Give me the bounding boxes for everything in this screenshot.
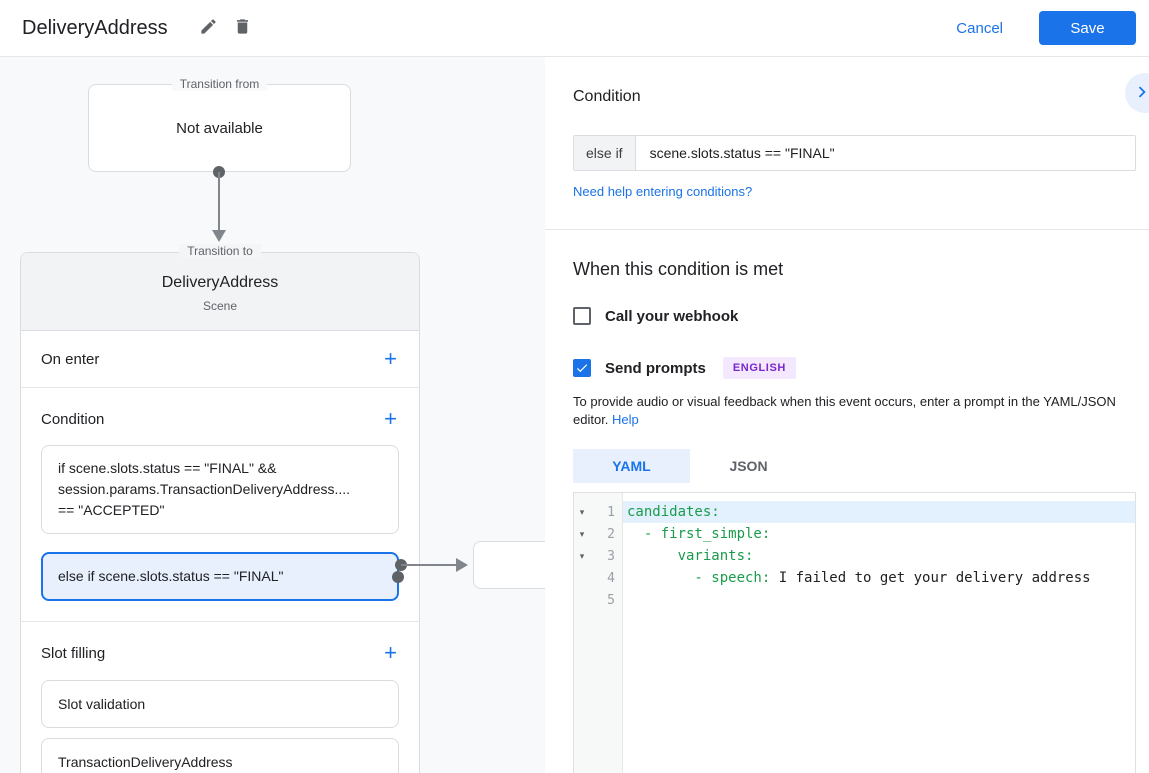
on-enter-section: On enter +: [21, 331, 419, 388]
code-line[interactable]: - speech: I failed to get your delivery …: [623, 567, 1135, 589]
editor-code-area[interactable]: candidates: - first_simple: variants: - …: [623, 493, 1135, 773]
add-condition-button[interactable]: +: [380, 406, 401, 432]
condition-section: Condition + if scene.slots.status == "FI…: [21, 388, 419, 622]
condition-item-line: if scene.slots.status == "FINAL" &&: [58, 460, 277, 476]
condition-items: if scene.slots.status == "FINAL" && sessi…: [21, 445, 419, 601]
gutter-row: ▾2: [574, 523, 622, 545]
code-line[interactable]: variants:: [623, 545, 1135, 567]
panel-divider: [545, 229, 1149, 230]
next-scene-node[interactable]: [473, 541, 545, 589]
send-prompts-row: Send prompts ENGLISH: [573, 357, 1149, 379]
panel-condition-heading: Condition: [573, 88, 641, 105]
line-number: 5: [607, 592, 615, 608]
line-number: 2: [607, 526, 615, 542]
scene-card-header[interactable]: Transition to DeliveryAddress Scene: [21, 244, 419, 331]
slot-filling-title: Slot filling: [41, 644, 106, 662]
code-token-plain: I failed to get your delivery address: [770, 570, 1091, 586]
code-token-key: candidates:: [627, 504, 720, 520]
transition-from-content: Not available: [176, 119, 263, 137]
save-button[interactable]: Save: [1039, 11, 1136, 45]
connector-dot: [392, 570, 404, 583]
cancel-button[interactable]: Cancel: [956, 19, 1003, 37]
fold-toggle-icon[interactable]: ▾: [579, 528, 585, 539]
webhook-row: Call your webhook: [573, 307, 1149, 325]
pencil-icon: [199, 17, 218, 39]
gutter-row: ▾3: [574, 545, 622, 567]
transition-arrow-down: [212, 166, 226, 242]
send-prompts-checkbox[interactable]: [573, 359, 591, 377]
prompt-editor-description: To provide audio or visual feedback when…: [573, 393, 1149, 429]
condition-section-title: Condition: [41, 410, 105, 428]
transition-from-node[interactable]: Transition from Not available: [88, 77, 351, 172]
condition-item-selected[interactable]: else if scene.slots.status == "FINAL": [41, 552, 404, 601]
description-line1: To provide audio or visual feedback when…: [573, 394, 1116, 409]
condition-item-line: session.params.TransactionDeliveryAddres…: [58, 481, 351, 497]
code-token-key: - first_simple:: [627, 526, 771, 542]
slot-item[interactable]: TransactionDeliveryAddress: [41, 738, 399, 773]
transition-to-label: Transition to: [179, 244, 261, 258]
edit-scene-button[interactable]: [192, 11, 226, 45]
gutter-row: 5: [574, 589, 622, 611]
code-line[interactable]: - first_simple:: [623, 523, 1135, 545]
code-line[interactable]: [623, 589, 1135, 611]
gutter-row: 4: [574, 567, 622, 589]
condition-transition-arrow: [395, 558, 468, 572]
scene-name: DeliveryAddress: [161, 274, 279, 291]
webhook-label: Call your webhook: [605, 307, 739, 325]
scene-type-label: Scene: [202, 299, 238, 313]
tab-yaml[interactable]: YAML: [573, 449, 690, 483]
delete-scene-button[interactable]: [226, 11, 260, 45]
condition-item-line: == "ACCEPTED": [58, 502, 165, 518]
condition-help-link[interactable]: Need help entering conditions?: [573, 184, 753, 199]
gutter-row: ▾1: [574, 501, 622, 523]
webhook-checkbox[interactable]: [573, 307, 591, 325]
add-on-enter-button[interactable]: +: [380, 346, 401, 372]
when-condition-met-heading: When this condition is met: [573, 259, 784, 279]
line-number: 3: [607, 548, 615, 564]
send-prompts-label: Send prompts: [605, 359, 706, 377]
description-line2: editor.: [573, 412, 609, 427]
description-help-link[interactable]: Help: [612, 412, 639, 427]
condition-expression-row: else if: [573, 135, 1136, 171]
trash-icon: [233, 17, 252, 39]
scene-card: Transition to DeliveryAddress Scene On e…: [20, 244, 420, 773]
scene-diagram-panel: Transition from Not available Transition…: [0, 57, 545, 773]
tab-json[interactable]: JSON: [690, 449, 807, 483]
condition-item[interactable]: if scene.slots.status == "FINAL" && sessi…: [41, 445, 399, 534]
fold-toggle-icon[interactable]: ▾: [579, 506, 585, 517]
line-number: 1: [607, 504, 615, 520]
code-line[interactable]: candidates:: [623, 501, 1135, 523]
condition-expression-input[interactable]: [635, 136, 1135, 170]
condition-editor-panel: Condition else if Need help entering con…: [545, 57, 1149, 773]
condition-item-line: else if scene.slots.status == "FINAL": [58, 568, 284, 584]
add-slot-button[interactable]: +: [380, 640, 401, 666]
on-enter-title: On enter: [41, 350, 100, 368]
fold-toggle-icon[interactable]: ▾: [579, 550, 585, 561]
condition-prefix-label: else if: [574, 136, 636, 170]
slot-item[interactable]: Slot validation: [41, 680, 399, 728]
collapse-panel-button[interactable]: [1125, 73, 1149, 113]
top-bar: DeliveryAddress Cancel Save: [0, 0, 1149, 57]
code-token-key: - speech:: [627, 570, 771, 586]
transition-from-label: Transition from: [171, 77, 268, 91]
chevron-right-icon: [1131, 81, 1149, 106]
page-title: DeliveryAddress: [22, 16, 168, 39]
language-badge: ENGLISH: [722, 357, 796, 379]
line-number: 4: [607, 570, 615, 586]
code-token-key: variants:: [627, 548, 754, 564]
